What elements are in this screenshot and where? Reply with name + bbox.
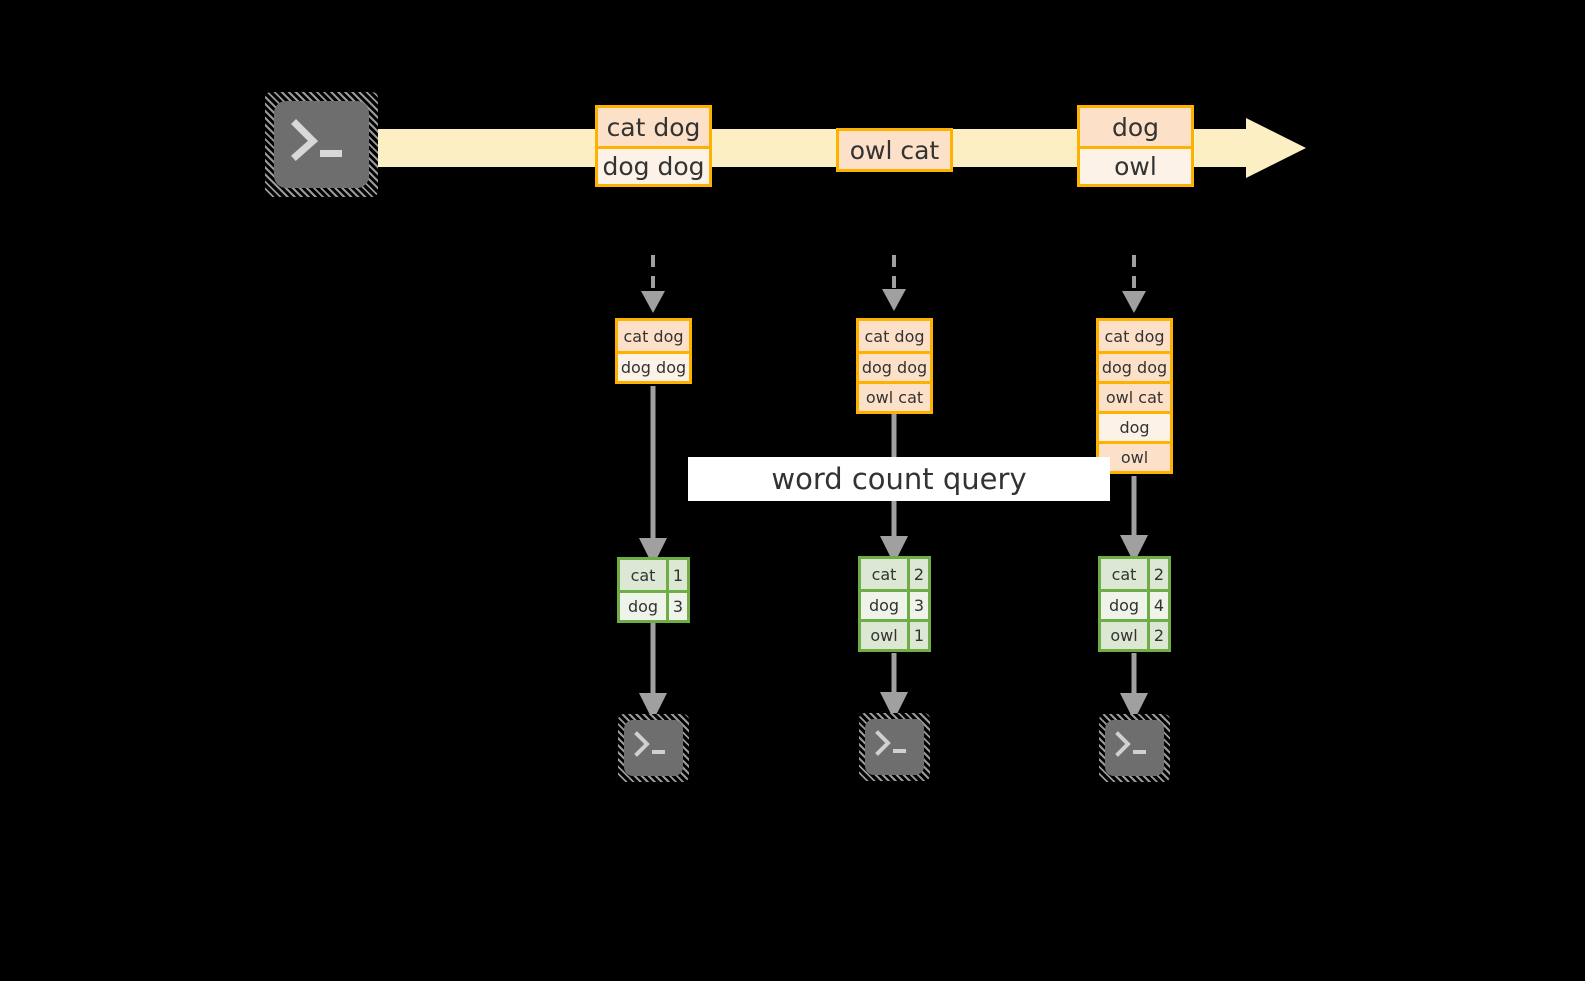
terminal-prompt-glyph — [634, 731, 665, 757]
result-count: 3 — [666, 593, 687, 620]
result-table-1: cat 1 dog 3 — [617, 557, 690, 623]
input-table-2: cat dog dog dog owl cat — [856, 318, 933, 414]
stream-batch-1: cat dog dog dog — [595, 105, 712, 187]
result-word: dog — [620, 593, 666, 620]
result-table-3: cat 2 dog 4 owl 2 — [1098, 556, 1171, 652]
result-word: owl — [1101, 622, 1147, 649]
terminal-body — [274, 101, 369, 188]
result-row: dog 3 — [620, 590, 687, 620]
terminal-body — [865, 719, 924, 775]
terminal-prompt-glyph — [291, 119, 342, 161]
result-row: dog 4 — [1101, 589, 1168, 619]
sink-terminal-icon-1 — [618, 714, 689, 782]
query-label: word count query — [688, 457, 1110, 501]
stream-line: owl cat — [839, 131, 950, 169]
input-row: owl cat — [859, 381, 930, 411]
result-count: 2 — [907, 559, 928, 589]
terminal-body — [1105, 720, 1164, 776]
result-row: cat 1 — [620, 560, 687, 590]
result-table-2: cat 2 dog 3 owl 1 — [858, 556, 931, 652]
input-row: dog dog — [859, 351, 930, 381]
result-row: cat 2 — [861, 559, 928, 589]
terminal-prompt-glyph — [875, 730, 906, 756]
input-row: owl — [1099, 441, 1170, 471]
result-word: owl — [861, 622, 907, 649]
result-row: dog 3 — [861, 589, 928, 619]
terminal-prompt-glyph — [1115, 731, 1146, 757]
sink-terminal-icon-3 — [1099, 714, 1170, 782]
result-word: dog — [861, 592, 907, 619]
input-row: dog dog — [618, 351, 689, 381]
result-word: cat — [1101, 559, 1147, 589]
input-row: cat dog — [859, 321, 930, 351]
sink-terminal-icon-2 — [859, 713, 930, 781]
stream-line: owl — [1080, 146, 1191, 184]
stream-batch-2: owl cat — [836, 128, 953, 172]
result-count: 2 — [1147, 559, 1168, 589]
input-row: dog — [1099, 411, 1170, 441]
source-terminal-icon — [265, 92, 378, 197]
result-count: 4 — [1147, 592, 1168, 619]
stream-line: dog — [1080, 108, 1191, 146]
input-row: cat dog — [1099, 321, 1170, 351]
stream-line: dog dog — [598, 146, 709, 184]
result-word: dog — [1101, 592, 1147, 619]
result-word: cat — [620, 560, 666, 590]
result-word: cat — [861, 559, 907, 589]
input-table-1: cat dog dog dog — [615, 318, 692, 384]
stream-line: cat dog — [598, 108, 709, 146]
result-count: 2 — [1147, 622, 1168, 649]
result-count: 3 — [907, 592, 928, 619]
input-row: owl cat — [1099, 381, 1170, 411]
input-table-3: cat dog dog dog owl cat dog owl — [1096, 318, 1173, 474]
input-row: cat dog — [618, 321, 689, 351]
result-row: cat 2 — [1101, 559, 1168, 589]
stream-batch-3: dog owl — [1077, 105, 1194, 187]
result-row: owl 2 — [1101, 619, 1168, 649]
terminal-body — [624, 720, 683, 776]
result-row: owl 1 — [861, 619, 928, 649]
input-row: dog dog — [1099, 351, 1170, 381]
result-count: 1 — [666, 560, 687, 590]
result-count: 1 — [907, 622, 928, 649]
